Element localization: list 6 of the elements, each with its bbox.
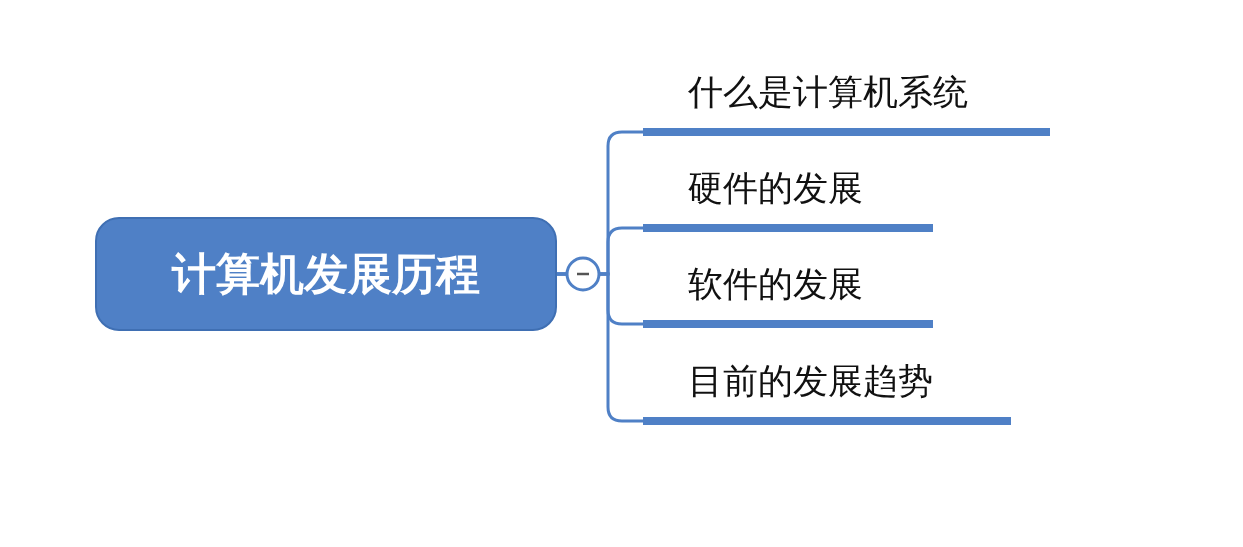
root-topic-box (95, 217, 557, 331)
subtopic-text: 软件的发展 (688, 263, 863, 306)
subtopic-text: 什么是计算机系统 (688, 71, 968, 114)
subtopic-text: 目前的发展趋势 (688, 360, 933, 403)
subtopic-text: 硬件的发展 (688, 167, 863, 210)
root-topic-text: 计算机发展历程 (172, 246, 480, 301)
